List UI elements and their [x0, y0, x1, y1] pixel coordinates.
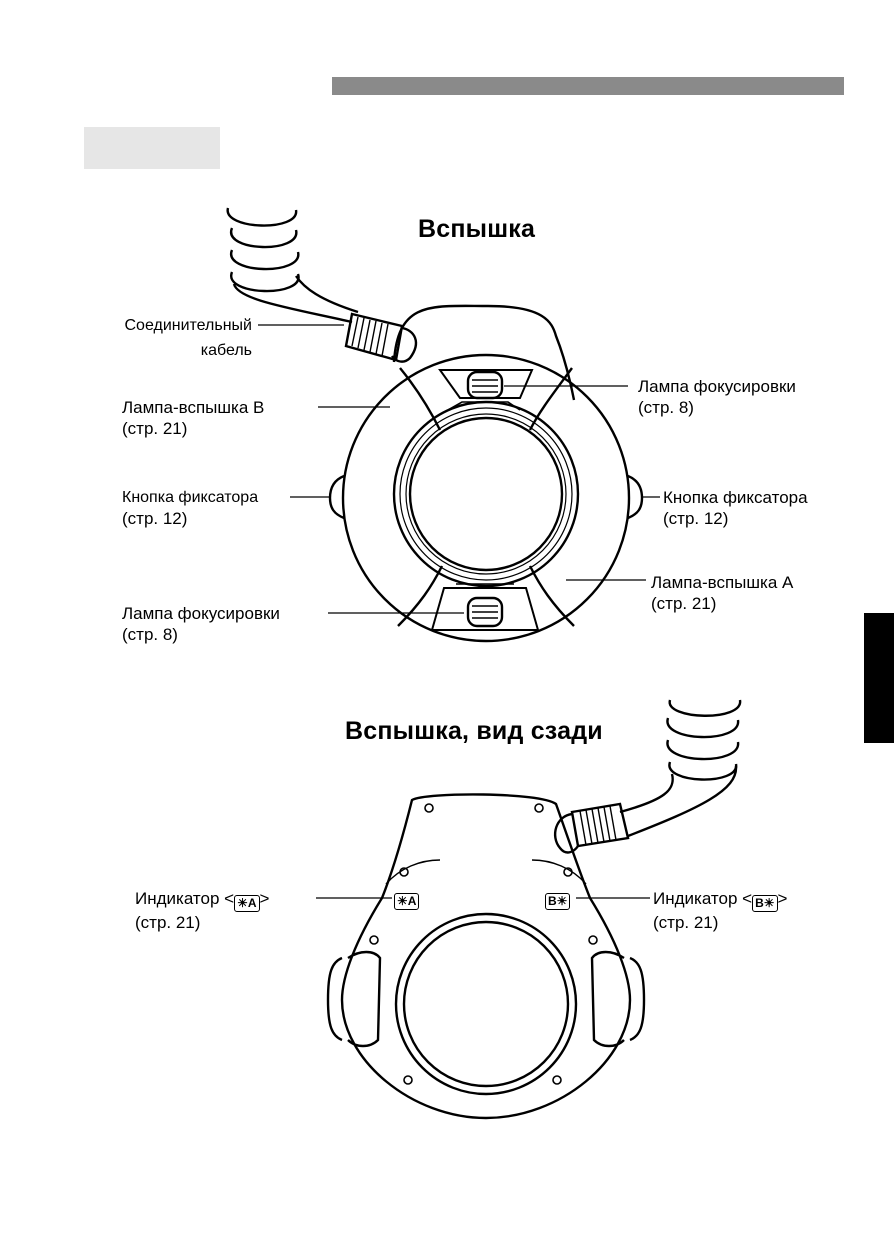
label-indicator-a-icon: ☀A: [234, 895, 259, 912]
rear-connector: [555, 804, 628, 852]
rear-lock-button-right: [630, 958, 644, 1040]
label-focus-lamp-bottom: Лампа фокусировки (стр. 8): [122, 603, 280, 645]
front-lens-ring: [394, 402, 578, 586]
label-indicator-a: Индикатор <☀A> (стр. 21): [135, 888, 269, 933]
rear-side-panel-right: [592, 952, 624, 1046]
front-lens-opening: [410, 418, 562, 570]
rear-lens-ring: [396, 914, 576, 1094]
rear-indicator-a: ☀A: [394, 889, 419, 910]
front-view-title: Вспышка: [418, 215, 535, 244]
rear-indicator-b: B☀: [545, 889, 570, 910]
front-coiled-cable: [228, 208, 358, 322]
rear-lock-button-left: [328, 958, 342, 1040]
label-flash-tube-b: Лампа-вспышка B (стр. 21): [122, 397, 264, 439]
rear-view-title: Вспышка, вид сзади: [345, 717, 603, 746]
rear-housing: [342, 794, 630, 1118]
rear-coiled-cable: [620, 700, 740, 836]
indicator-a-icon: ☀A: [394, 893, 419, 910]
label-lock-button-right: Кнопка фиксатора (стр. 12): [663, 487, 808, 529]
rear-side-panel-left: [348, 952, 380, 1046]
front-flash-drawing: [228, 208, 660, 641]
label-focus-lamp-top: Лампа фокусировки (стр. 8): [638, 376, 796, 418]
label-indicator-b: Индикатор <B☀> (стр. 21): [653, 888, 787, 933]
label-indicator-b-icon: B☀: [752, 895, 777, 912]
indicator-b-icon: B☀: [545, 893, 570, 910]
front-focus-lamp-top: [440, 370, 532, 410]
label-lock-button-left: Кнопка фиксатора (стр. 12): [122, 487, 258, 529]
front-focus-lamp-bottom: [432, 584, 538, 630]
rear-lens-opening: [404, 922, 568, 1086]
label-connecting-cable: Соединительный кабель: [112, 315, 252, 361]
label-flash-tube-a: Лампа-вспышка A (стр. 21): [651, 572, 793, 614]
